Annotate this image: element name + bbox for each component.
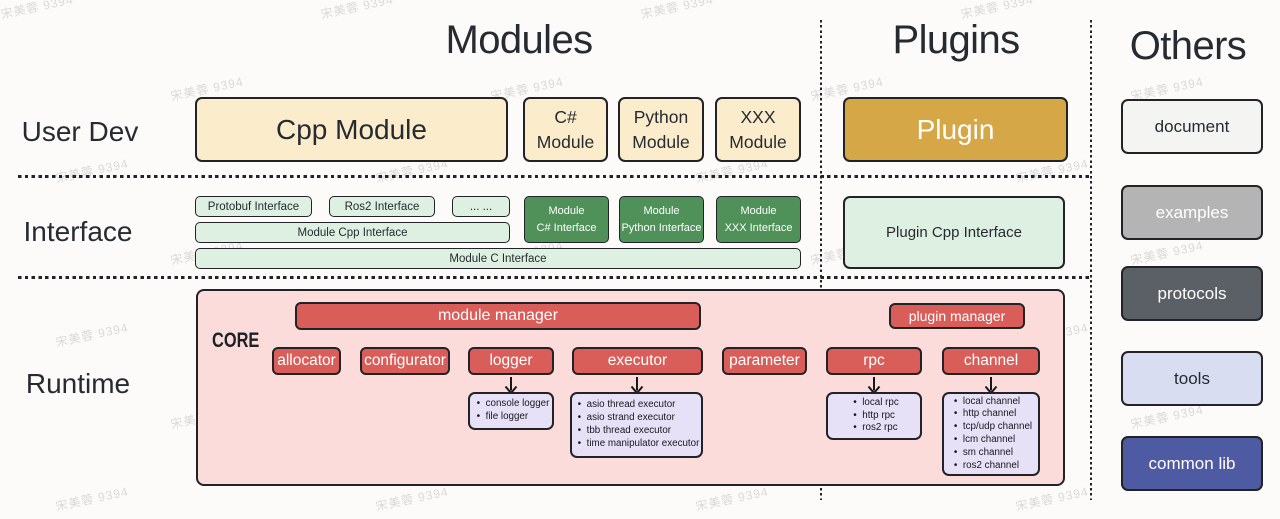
list-item: lcm channel xyxy=(954,434,1032,447)
list-item: local channel xyxy=(954,396,1032,409)
watermark-text: 宋美蓉 9394 xyxy=(319,0,395,22)
list-item: local rpc xyxy=(853,397,899,410)
csharp-module-box: C# Module xyxy=(523,97,608,162)
watermark-text: 宋美蓉 9394 xyxy=(1014,484,1090,514)
modules-column-header: Modules xyxy=(445,17,594,62)
plugins-column-header: Plugins xyxy=(892,17,1021,62)
others-protocols-box: protocols xyxy=(1121,266,1263,321)
executor-detail-list: asio thread executor asio strand executo… xyxy=(570,392,703,458)
python-module-line2: Module xyxy=(632,131,690,152)
others-examples-box: examples xyxy=(1121,185,1263,240)
list-item: ros2 rpc xyxy=(853,422,898,435)
logger-detail-list: console logger file logger xyxy=(468,392,554,430)
list-item: asio thread executor xyxy=(578,399,700,412)
watermark-text: 宋美蓉 9394 xyxy=(374,484,450,514)
others-document-box: document xyxy=(1121,99,1263,154)
xxx-module-line2: Module xyxy=(729,131,787,152)
cpp-module-box: Cpp Module xyxy=(195,97,508,162)
column-divider-modules-plugins xyxy=(820,20,823,500)
watermark-text: 宋美蓉 9394 xyxy=(639,0,715,22)
rpc-box: rpc xyxy=(826,347,922,375)
ros2-interface-box: Ros2 Interface xyxy=(329,196,435,217)
plugin-cpp-interface-box: Plugin Cpp Interface xyxy=(843,196,1065,269)
row-divider-userdev-interface xyxy=(18,175,1090,178)
plugin-box: Plugin xyxy=(843,97,1068,162)
row-label-interface: Interface xyxy=(23,216,133,247)
row-divider-interface-runtime xyxy=(18,276,1090,279)
others-tools-box: tools xyxy=(1121,351,1263,406)
csharp-module-line2: Module xyxy=(536,131,595,152)
channel-box: channel xyxy=(942,347,1040,375)
list-item: tcp/udp channel xyxy=(954,421,1032,434)
xxx-module-line1: XXX xyxy=(740,106,776,127)
xxx-module-box: XXX Module xyxy=(715,97,801,162)
others-column-header: Others xyxy=(1129,23,1247,68)
list-item: time manipulator executor xyxy=(578,438,700,451)
module-manager-box: module manager xyxy=(295,302,701,330)
list-item: http rpc xyxy=(853,410,898,423)
list-item: tbb thread executor xyxy=(578,425,700,438)
module-csharp-interface-line2: C# Interface xyxy=(536,221,597,234)
executor-box: executor xyxy=(572,347,703,375)
module-csharp-interface-line1: Module xyxy=(548,205,585,217)
list-item: http channel xyxy=(954,408,1032,421)
row-label-user-dev: User Dev xyxy=(21,116,139,147)
channel-detail-list: local channel http channel tcp/udp chann… xyxy=(942,392,1040,476)
module-xxx-interface-line1: Module xyxy=(740,205,777,217)
parameter-box: parameter xyxy=(722,347,807,375)
module-python-interface-line2: Python Interface xyxy=(621,221,702,234)
dots-interface-box: ... ... xyxy=(452,196,510,217)
watermark-text: 宋美蓉 9394 xyxy=(0,0,75,22)
watermark-text: 宋美蓉 9394 xyxy=(54,484,130,514)
row-label-runtime: Runtime xyxy=(25,368,131,399)
core-label: CORE xyxy=(212,329,260,352)
list-item: ros2 channel xyxy=(954,460,1032,473)
watermark-text: 宋美蓉 9394 xyxy=(1129,238,1205,268)
allocator-box: allocator xyxy=(272,347,341,375)
module-xxx-interface-line2: XXX Interface xyxy=(724,221,793,234)
module-python-interface-line1: Module xyxy=(643,205,680,217)
logger-box: logger xyxy=(468,347,554,375)
list-item: sm channel xyxy=(954,447,1032,460)
list-item: asio strand executor xyxy=(578,412,700,425)
csharp-module-line1: C# xyxy=(554,106,577,127)
column-divider-plugins-others xyxy=(1090,20,1093,500)
module-cpp-interface-box: Module Cpp Interface xyxy=(195,222,510,243)
watermark-text: 宋美蓉 9394 xyxy=(54,320,130,350)
plugin-manager-box: plugin manager xyxy=(889,303,1025,329)
watermark-text: 宋美蓉 9394 xyxy=(54,156,130,186)
others-common-lib-box: common lib xyxy=(1121,436,1263,491)
list-item: console logger xyxy=(477,398,550,411)
configurator-box: configurator xyxy=(360,347,450,375)
module-csharp-interface-box: Module C# Interface xyxy=(524,196,609,243)
list-item: file logger xyxy=(477,411,550,424)
watermark-text: 宋美蓉 9394 xyxy=(694,484,770,514)
rpc-detail-list: local rpc http rpc ros2 rpc xyxy=(826,392,922,440)
protobuf-interface-box: Protobuf Interface xyxy=(195,196,312,217)
module-c-interface-box: Module C Interface xyxy=(195,248,801,269)
python-module-line1: Python xyxy=(633,106,689,127)
